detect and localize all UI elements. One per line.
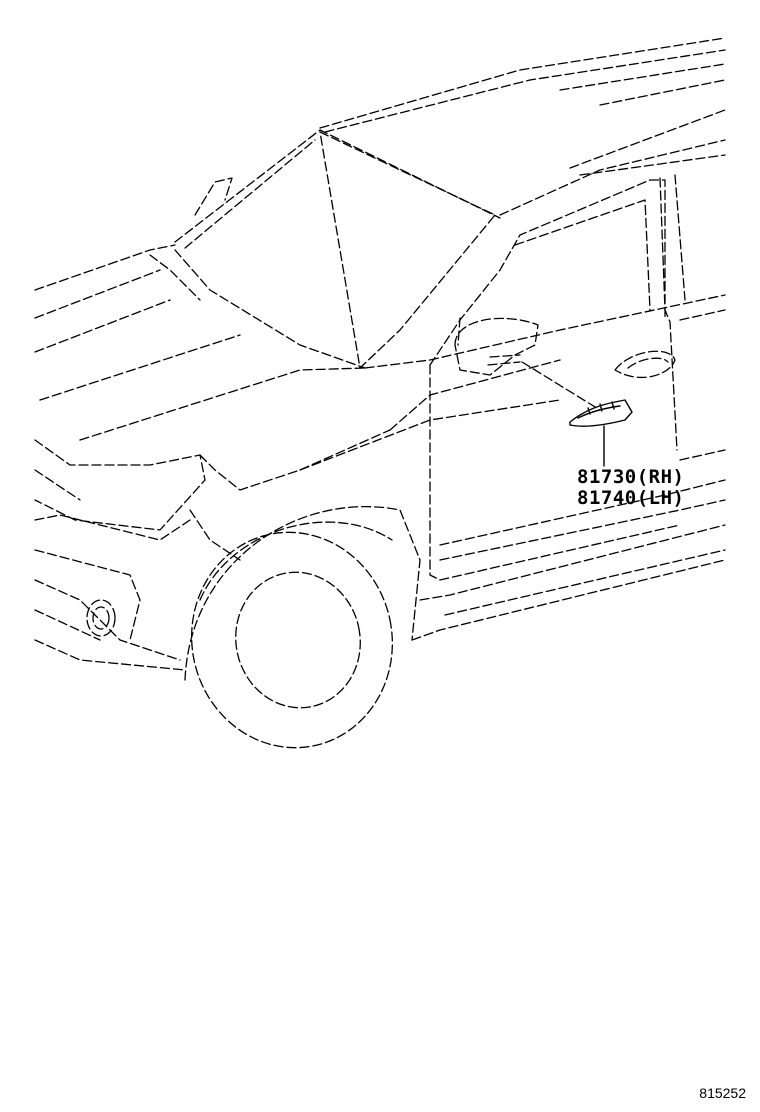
part-callout-rh[interactable]: 81730(RH) — [577, 466, 685, 488]
part-callout-lh[interactable]: 81740(LH) — [577, 487, 685, 509]
vehicle-body-outline — [34, 37, 726, 749]
mirror-lamp-part-illustration — [569, 399, 633, 427]
diagram-id-label: 815252 — [699, 1085, 746, 1101]
